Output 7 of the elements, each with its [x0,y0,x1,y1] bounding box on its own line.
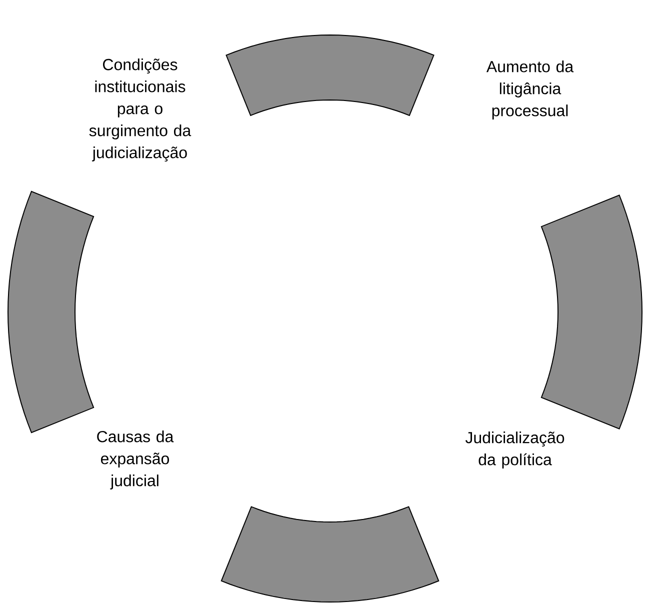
label-text: Aumento da litigância processual [486,60,574,120]
arc-segment [226,34,434,116]
arc-segment [8,190,94,434]
label-text: Causas da expansão judicial [97,430,174,490]
label-text: Judicialização da política [465,432,564,468]
arc-segment [220,506,440,602]
label-text: Condições institucionais para o surgimento da judicialização [89,58,192,162]
